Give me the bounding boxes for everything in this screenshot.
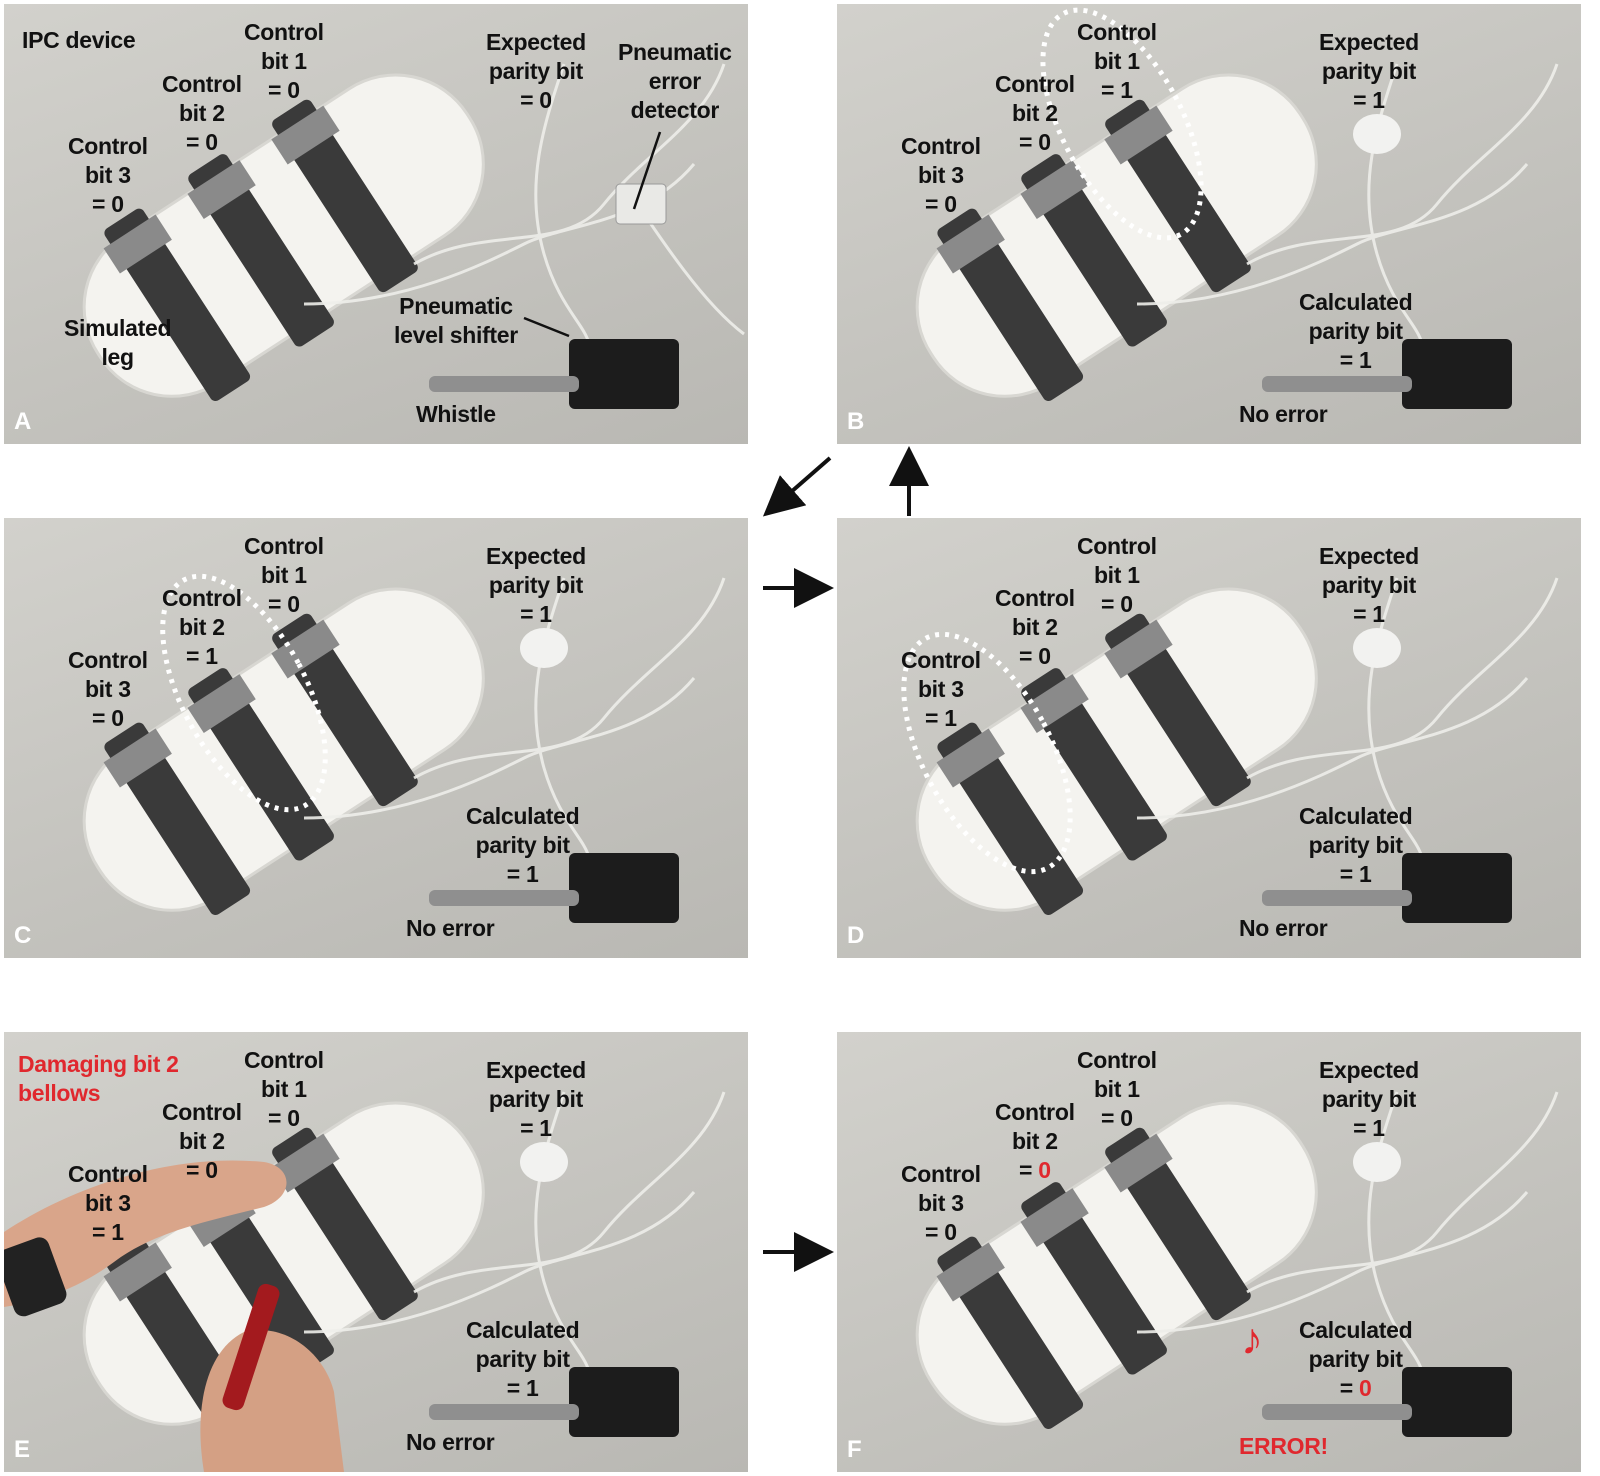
status-label: No error	[1239, 401, 1328, 427]
panel-letter: B	[847, 408, 865, 435]
inflated-balloon	[1353, 628, 1401, 668]
inflated-balloon	[1353, 1142, 1401, 1182]
inflated-balloon	[1353, 114, 1401, 154]
whistle	[429, 376, 579, 392]
music-note-icon: ♪	[1241, 1315, 1263, 1364]
leader-lines	[523, 131, 662, 338]
panel-letter: C	[14, 922, 32, 949]
inflated-balloon	[520, 628, 568, 668]
simulated-leg	[915, 73, 1318, 402]
panel-f-photo	[915, 1091, 1559, 1437]
whistle	[1262, 376, 1412, 392]
screwdriver	[222, 1283, 280, 1411]
status-label: No error	[406, 1429, 495, 1455]
whistle	[1262, 890, 1412, 906]
error-detector	[615, 183, 667, 225]
whistle	[429, 1404, 579, 1420]
level-shifter	[1402, 853, 1512, 923]
whistle	[429, 890, 579, 906]
panel-b-photo	[915, 7, 1559, 409]
panel-letter: F	[847, 1436, 862, 1463]
level-shifter	[569, 339, 679, 409]
simulated-leg	[915, 587, 1318, 916]
error-value: 0	[1038, 1157, 1051, 1183]
status-label: No error	[406, 915, 495, 941]
level-shifter	[1402, 1367, 1512, 1437]
level-shifter	[569, 1367, 679, 1437]
simulated-leg	[915, 1101, 1318, 1430]
panel-letter: D	[847, 922, 865, 949]
simulated-leg	[82, 73, 485, 402]
simulated-leg	[82, 587, 485, 916]
error-value: 0	[1359, 1375, 1372, 1401]
hands	[4, 1160, 344, 1472]
whistle	[1262, 1404, 1412, 1420]
status-label: No error	[1239, 915, 1328, 941]
error-label: ERROR!	[1239, 1433, 1328, 1459]
level-shifter	[1402, 339, 1512, 409]
panel-e-photo	[4, 1091, 726, 1472]
panel-a-photo	[82, 63, 745, 409]
panel-letter: E	[14, 1436, 31, 1463]
whistle-label: Whistle	[416, 401, 496, 427]
arrow-b-to-c	[762, 456, 832, 517]
panel-c-photo	[82, 573, 726, 923]
panel-d-photo	[901, 577, 1559, 923]
level-shifter	[569, 853, 679, 923]
panel-letter: A	[14, 408, 32, 435]
inflated-balloon	[520, 1142, 568, 1182]
ipc-device-label: IPC device	[22, 27, 136, 53]
